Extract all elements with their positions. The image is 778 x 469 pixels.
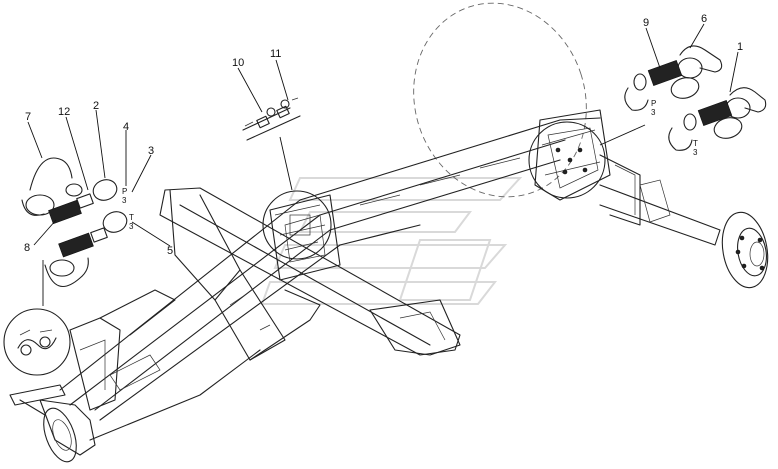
center-leaders: [42, 124, 646, 306]
callout-5: 5: [167, 245, 173, 257]
fittings-10-11: [242, 97, 301, 141]
callout-1: 1: [737, 41, 743, 53]
port-markings: P 3 T 3 P 3 T 3: [122, 99, 698, 231]
callout-10: 10: [232, 57, 244, 69]
port-mark-t-left: T: [129, 213, 134, 222]
callout-3: 3: [148, 145, 154, 157]
wheel-outline: [413, 2, 587, 198]
left-couplings: [21, 157, 128, 288]
rear-wheel-hub: [721, 211, 769, 289]
callout-7: 7: [25, 111, 31, 123]
detail-circle-left: [3, 308, 71, 376]
detail-circle-center: [262, 190, 332, 260]
callout-12: 12: [58, 106, 70, 118]
port-mark-3: 3: [122, 196, 127, 205]
callout-8: 8: [24, 242, 30, 254]
detail-circle-right: [528, 121, 606, 199]
front-wheel-hub: [19, 399, 77, 463]
callout-6: 6: [701, 13, 707, 25]
trailer-frame: [9, 109, 721, 456]
leader-lines: [27, 23, 739, 247]
callout-11: 11: [270, 48, 281, 60]
port-mark-p-left: P: [122, 187, 127, 196]
port-mark-3: 3: [693, 148, 698, 157]
port-mark-p-right: P: [651, 99, 656, 108]
callout-2: 2: [93, 100, 99, 112]
watermark-logo: [260, 177, 523, 305]
port-mark-3: 3: [651, 108, 656, 117]
right-couplings: [624, 45, 767, 151]
port-mark-t-right: T: [693, 139, 698, 148]
port-mark-3: 3: [129, 222, 134, 231]
callout-labels: 1 2 3 4 5 6 7 8 9 10 11 12: [24, 13, 743, 257]
callout-4: 4: [123, 121, 129, 133]
callout-9: 9: [643, 17, 649, 29]
